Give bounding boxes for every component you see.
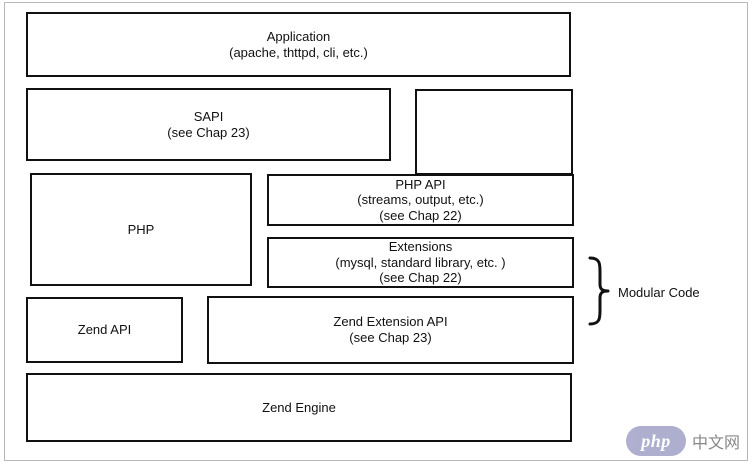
- empty-box: [415, 89, 573, 175]
- zend-api-box: Zend API: [26, 297, 183, 363]
- curly-brace-icon: [588, 256, 610, 326]
- sapi-box: SAPI (see Chap 23): [26, 88, 391, 161]
- zend-engine-box: Zend Engine: [26, 373, 572, 442]
- php-api-title: PHP API: [395, 176, 446, 192]
- watermark: php 中文网: [626, 423, 743, 459]
- extensions-box: Extensions (mysql, standard library, etc…: [267, 237, 574, 288]
- zend-engine-title: Zend Engine: [262, 399, 336, 415]
- application-detail: (apache, thttpd, cli, etc.): [229, 44, 368, 60]
- sapi-reference: (see Chap 23): [167, 124, 250, 140]
- php-api-reference: (see Chap 22): [379, 207, 462, 223]
- php-box: PHP: [30, 173, 252, 286]
- application-title: Application: [266, 28, 331, 44]
- zend-extension-api-reference: (see Chap 23): [349, 330, 432, 345]
- php-title: PHP: [127, 221, 155, 237]
- zend-api-title: Zend API: [77, 322, 132, 338]
- application-box: Application (apache, thttpd, cli, etc.): [26, 12, 571, 77]
- zend-extension-api-box: Zend Extension API (see Chap 23): [207, 296, 574, 364]
- php-logo: php: [626, 426, 686, 456]
- php-api-detail: (streams, output, etc.): [357, 192, 484, 208]
- sapi-title: SAPI: [193, 108, 224, 124]
- watermark-text: 中文网: [692, 435, 741, 452]
- zend-extension-api-title: Zend Extension API: [333, 314, 448, 330]
- extensions-title: Extensions: [388, 239, 453, 255]
- extensions-reference: (see Chap 22): [379, 270, 462, 286]
- modular-code-label: Modular Code: [618, 285, 700, 300]
- extensions-detail: (mysql, standard library, etc. ): [335, 254, 506, 270]
- php-api-box: PHP API (streams, output, etc.) (see Cha…: [267, 174, 574, 226]
